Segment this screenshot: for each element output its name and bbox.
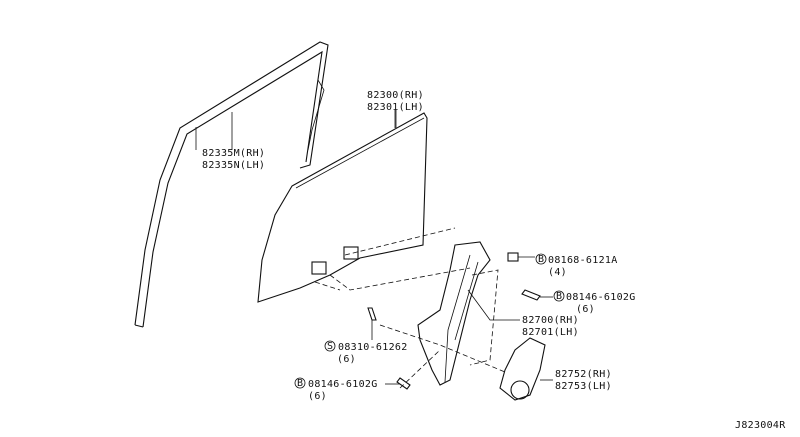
s-circle-icon (324, 340, 336, 352)
door-glass-drawing (257, 110, 428, 303)
bolt-mid-prefix: B (556, 291, 562, 302)
label-motor-rh: 82752(RH) (555, 369, 612, 380)
screw-prefix: S (327, 341, 333, 352)
label-bolt-bottom-qty: (6) (308, 391, 327, 402)
label-glass-rh: 82300(RH) (367, 90, 424, 101)
b-circle-icon (294, 377, 306, 389)
label-bolt-top-qty: (4) (548, 267, 567, 278)
label-weatherstrip-lh: 82335N(LH) (202, 160, 265, 171)
bolt-bottom-prefix: B (297, 378, 303, 389)
label-bolt-top: 08168-6121A (548, 255, 618, 266)
label-motor-lh: 82753(LH) (555, 381, 612, 392)
label-bolt-mid-qty: (6) (576, 304, 595, 315)
b-circle-icon (553, 290, 565, 302)
bolt-top-prefix: B (538, 254, 544, 265)
label-screw-qty: (6) (337, 354, 356, 365)
label-regulator-rh: 82700(RH) (522, 315, 579, 326)
b-circle-icon (535, 253, 547, 265)
label-bolt-bottom: 08146-6102G (308, 379, 378, 390)
motor-drawing (499, 337, 553, 401)
label-glass-lh: 82301(LH) (367, 102, 424, 113)
label-regulator-lh: 82701(LH) (522, 327, 579, 338)
label-screw: 08310-61262 (338, 342, 408, 353)
label-weatherstrip-rh: 82335M(RH) (202, 148, 265, 159)
bolt-drawings (367, 252, 553, 390)
regulator-drawing (314, 227, 520, 389)
diagram-id: J823004R (735, 420, 786, 431)
weatherstrip-drawing (134, 41, 329, 328)
label-bolt-mid: 08146-6102G (566, 292, 636, 303)
